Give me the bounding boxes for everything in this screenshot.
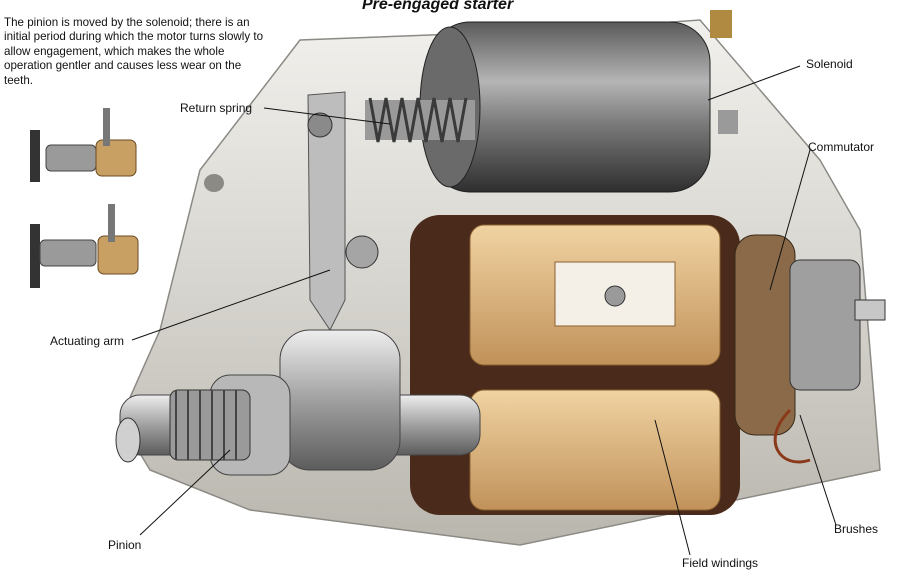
label-solenoid: Solenoid bbox=[806, 57, 853, 71]
label-return-spring: Return spring bbox=[180, 101, 253, 115]
commutator bbox=[734, 234, 886, 464]
label-brushes: Brushes bbox=[834, 522, 879, 536]
label-field-windings: Field windings bbox=[682, 556, 759, 570]
armature-winding bbox=[410, 215, 740, 515]
pinion-inset-disengaged bbox=[30, 108, 137, 182]
return-spring bbox=[365, 97, 475, 143]
leader-lines bbox=[131, 65, 837, 556]
label-actuating-arm: Actuating arm bbox=[50, 334, 125, 348]
actuating-arm bbox=[307, 91, 379, 331]
label-commutator: Commutator bbox=[808, 140, 875, 154]
label-pinion: Pinion bbox=[108, 538, 142, 552]
solenoid-body bbox=[419, 10, 738, 193]
diagram-title: Pre-engaged starter bbox=[362, 0, 514, 13]
pinion-inset-engaged bbox=[30, 204, 139, 288]
pinion-gear bbox=[115, 389, 251, 463]
diagram-description: The pinion is moved by the solenoid; the… bbox=[4, 16, 264, 87]
